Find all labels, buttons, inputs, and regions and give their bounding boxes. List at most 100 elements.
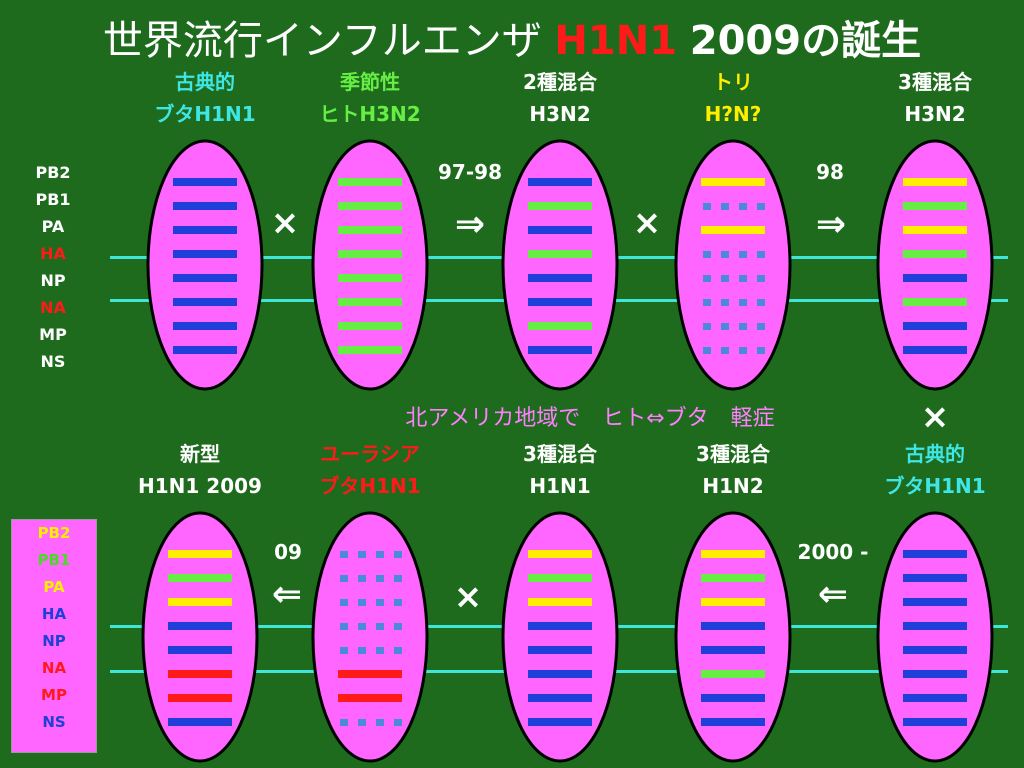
virus-classic-swine-top (146, 139, 264, 391)
cross-operator-3: × (920, 397, 950, 437)
gene-segment-red (338, 694, 402, 702)
gene-segment-blue (528, 670, 592, 678)
virus-label-eurasian-swine: ユーラシアブタH1N1 (280, 438, 460, 502)
gene-segment-dotted (340, 719, 348, 726)
legend-item-na: NA (41, 659, 67, 677)
gene-segment-green (528, 250, 592, 258)
year-98: 98 (816, 160, 844, 184)
segment-label-na: NA (40, 298, 66, 317)
cross-operator-4: × (453, 577, 483, 617)
gene-segment-dotted (394, 623, 402, 630)
virus-particle (311, 511, 429, 763)
gene-segment-dotted (757, 299, 765, 306)
virus-label-line2: H?N? (704, 102, 762, 126)
title-highlight: H1N1 (554, 18, 678, 64)
gene-segment-blue (528, 226, 592, 234)
legend-item-ns: NS (42, 713, 66, 731)
north-america-note: 北アメリカ地域で ヒト⇔ブタ 軽症 (405, 406, 775, 431)
legend-item-pb1: PB1 (37, 551, 71, 569)
gene-segment-blue (173, 226, 237, 234)
arrow-right-2: ⇒ (815, 204, 847, 245)
year-2000: 2000 - (797, 540, 869, 564)
gene-segment-blue (173, 202, 237, 210)
gene-segment-blue (903, 346, 967, 354)
virus-label-double-reassortant: 2種混合 H3N2 (470, 66, 650, 130)
gene-segment-dotted (358, 575, 366, 582)
gene-segment-blue (528, 718, 592, 726)
segment-label-pb1: PB1 (35, 190, 71, 209)
segment-label-ha: HA (40, 244, 66, 263)
virus-classic-swine-bottom (876, 511, 994, 763)
gene-segment-blue (528, 622, 592, 630)
segment-label-np: NP (40, 271, 66, 290)
gene-segment-blue (903, 322, 967, 330)
gene-segment-dotted (358, 551, 366, 558)
gene-segment-blue (173, 250, 237, 258)
virus-label-line1: 2種混合 (523, 70, 597, 94)
title-suffix: 2009の誕生 (689, 18, 922, 64)
gene-segment-yellow (701, 550, 765, 558)
gene-segment-blue (168, 646, 232, 654)
virus-label-line2: H3N2 (529, 102, 591, 126)
gene-segment-blue (903, 694, 967, 702)
gene-segment-dotted (721, 275, 729, 282)
gene-segment-dotted (739, 275, 747, 282)
gene-segment-blue (173, 178, 237, 186)
gene-segment-dotted (703, 203, 711, 210)
gene-segment-dotted (394, 575, 402, 582)
segment-label-mp: MP (39, 325, 67, 344)
gene-segment-green (338, 226, 402, 234)
gene-segment-green (903, 202, 967, 210)
legend-item-pa: PA (43, 578, 65, 596)
segment-label-ns: NS (40, 352, 66, 371)
segment-label-pa: PA (41, 217, 65, 236)
virus-label-line1: 古典的 (905, 442, 965, 466)
gene-segment-blue (528, 274, 592, 282)
gene-segment-dotted (394, 719, 402, 726)
virus-label-line2: H1N2 (702, 474, 764, 498)
gene-segment-green (903, 250, 967, 258)
gene-segment-yellow (903, 178, 967, 186)
virus-label-line1: 古典的 (175, 70, 235, 94)
cross-operator-2: × (632, 203, 662, 243)
virus-triple-h1n2 (674, 511, 792, 763)
gene-segment-blue (173, 298, 237, 306)
virus-label-line2: ブタH1N1 (154, 102, 256, 126)
virus-label-line1: ユーラシア (320, 442, 420, 466)
legend-item-np: NP (42, 632, 66, 650)
gene-segment-dotted (757, 323, 765, 330)
gene-segment-green (528, 202, 592, 210)
gene-segment-dotted (739, 251, 747, 258)
gene-segment-dotted (376, 719, 384, 726)
gene-segment-green (701, 574, 765, 582)
virus-label-line2: H1N1 2009 (138, 474, 262, 498)
virus-label-line2: H3N2 (904, 102, 966, 126)
gene-segment-green (528, 322, 592, 330)
gene-segment-dotted (340, 599, 348, 606)
legend-item-pb2: PB2 (37, 524, 71, 542)
gene-segment-green (701, 670, 765, 678)
gene-segment-green (338, 202, 402, 210)
gene-segment-dotted (376, 623, 384, 630)
gene-segment-dotted (739, 203, 747, 210)
virus-label-line1: 季節性 (340, 70, 400, 94)
virus-new-h1n1-2009 (141, 511, 259, 763)
arrow-left-2: ⇐ (817, 574, 849, 615)
gene-segment-blue (903, 718, 967, 726)
virus-label-line1: トリ (713, 70, 753, 94)
gene-segment-dotted (721, 203, 729, 210)
gene-segment-green (338, 298, 402, 306)
gene-segment-dotted (376, 599, 384, 606)
gene-segment-blue (903, 598, 967, 606)
gene-segment-dotted (757, 347, 765, 354)
gene-segment-blue (173, 346, 237, 354)
gene-segment-green (338, 322, 402, 330)
gene-segment-blue (168, 718, 232, 726)
gene-segment-dotted (340, 551, 348, 558)
virus-label-line1: 新型 (180, 442, 220, 466)
gene-segment-dotted (358, 647, 366, 654)
gene-segment-blue (701, 718, 765, 726)
virus-double-reassortant (501, 139, 619, 391)
